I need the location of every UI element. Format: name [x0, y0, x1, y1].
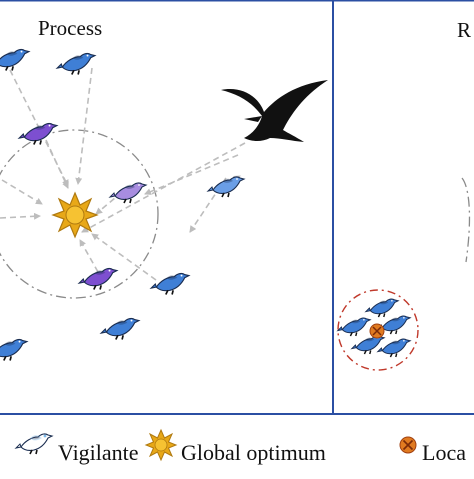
blue-bird-icon: [100, 317, 140, 341]
predator-icon: [221, 80, 328, 142]
blue-bird-icon: [0, 48, 30, 72]
arrow: [75, 67, 93, 185]
blue-bird-icon: [56, 52, 96, 76]
purple-bird-icon: [18, 122, 58, 146]
arrow: [79, 239, 99, 273]
legend-label-local: Loca: [422, 440, 466, 465]
movement-arrows: [0, 67, 246, 281]
blue-bird-icon: [337, 317, 371, 337]
blue-bird-icon: [365, 298, 399, 318]
arrow: [45, 139, 69, 189]
sun-star-icon: [144, 428, 178, 462]
purple-bird-icon: [78, 267, 118, 291]
vigilante-icon: [15, 433, 53, 455]
arrow: [91, 233, 157, 281]
arrow: [1, 179, 43, 205]
blue-bird-icon: [207, 176, 245, 198]
search-circle-partial: [461, 177, 471, 263]
arrow: [0, 212, 41, 220]
legend-label-vigilante: Vigilante: [58, 440, 139, 465]
blue-bird-icon: [150, 272, 190, 296]
global-optimum-icon: [51, 191, 99, 239]
legend-label-global-optimum: Global optimum: [181, 440, 326, 465]
arrow: [144, 154, 239, 195]
panel-title-right: R: [457, 18, 472, 42]
panel-title-process: Process: [38, 16, 103, 40]
arrow: [81, 142, 246, 233]
local-optimum-icon: [369, 323, 385, 339]
search-circle: [0, 129, 159, 299]
circle-x-icon: [399, 436, 417, 454]
blue-bird-icon: [0, 338, 28, 362]
purple-bird-icon: [109, 182, 147, 204]
blue-bird-icon: [377, 338, 411, 358]
local-cluster-circle: [337, 289, 419, 371]
